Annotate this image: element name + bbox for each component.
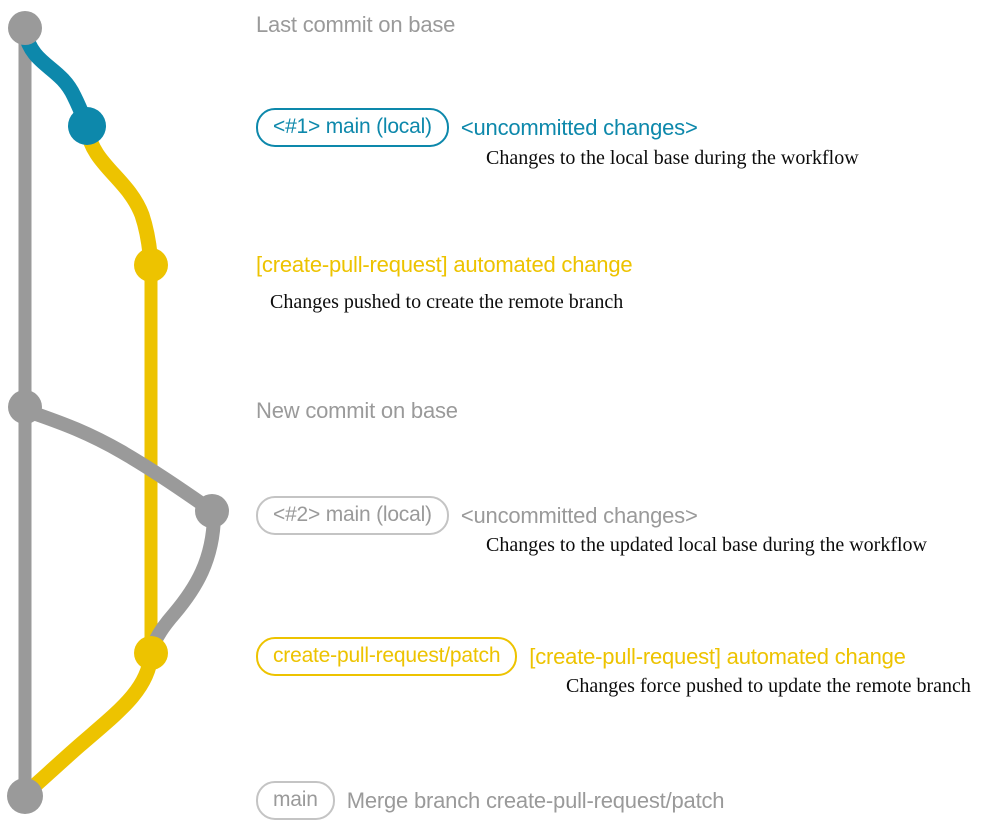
commit-subject-merge: Merge branch create-pull-request/patch [346, 787, 725, 813]
commit-node-main-local-2[interactable] [195, 494, 229, 528]
commit-row-automated-change-2: create-pull-request/patch [create-pull-r… [256, 637, 906, 676]
commit-row-automated-change-1: [create-pull-request] automated change [256, 252, 633, 278]
lane-patch-branch-create [79, 120, 159, 273]
commit-row-main-local-1: <#1> main (local) <uncommitted changes> [256, 108, 698, 147]
branch-pill-main-local-2[interactable]: <#2> main (local) [256, 496, 449, 535]
commit-description-automated-change-2: Changes force pushed to update the remot… [566, 675, 971, 697]
commit-row-new-commit: New commit on base [256, 398, 458, 424]
commit-subject-main-local-2: <uncommitted changes> [460, 502, 698, 528]
commit-subject-automated-change-2: [create-pull-request] automated change [529, 643, 906, 669]
commit-node-merge[interactable] [7, 778, 43, 814]
commit-row-main-local-2: <#2> main (local) <uncommitted changes> [256, 496, 698, 535]
commit-node-main-local-1[interactable] [68, 107, 106, 145]
commit-node-patch-2[interactable] [134, 636, 168, 670]
commit-description-main-local-2: Changes to the updated local base during… [486, 534, 927, 556]
commit-description-main-local-1: Changes to the local base during the wor… [486, 147, 859, 169]
commit-row-last-commit: Last commit on base [256, 12, 455, 38]
lane-patch-merge-into-base [17, 647, 159, 802]
commit-description-automated-change-1: Changes pushed to create the remote bran… [270, 291, 624, 313]
branch-pill-main-local-1[interactable]: <#1> main (local) [256, 108, 449, 147]
commit-node-base-new[interactable] [8, 390, 42, 424]
lane-base-updated-branch [18, 403, 215, 515]
branch-pill-create-pull-request-patch[interactable]: create-pull-request/patch [256, 637, 518, 676]
lane-base-updated-merge [144, 509, 221, 660]
commit-subject-automated-change-1: [create-pull-request] automated change [256, 252, 633, 277]
commit-node-base-last[interactable] [8, 11, 42, 45]
commit-heading-new-commit: New commit on base [256, 398, 458, 423]
branch-pill-main[interactable]: main [256, 781, 335, 820]
commit-row-merge: main Merge branch create-pull-request/pa… [256, 781, 725, 820]
commit-node-patch-1[interactable] [134, 248, 168, 282]
commit-heading-last-commit: Last commit on base [256, 12, 456, 37]
commit-subject-main-local-1: <uncommitted changes> [460, 114, 698, 140]
